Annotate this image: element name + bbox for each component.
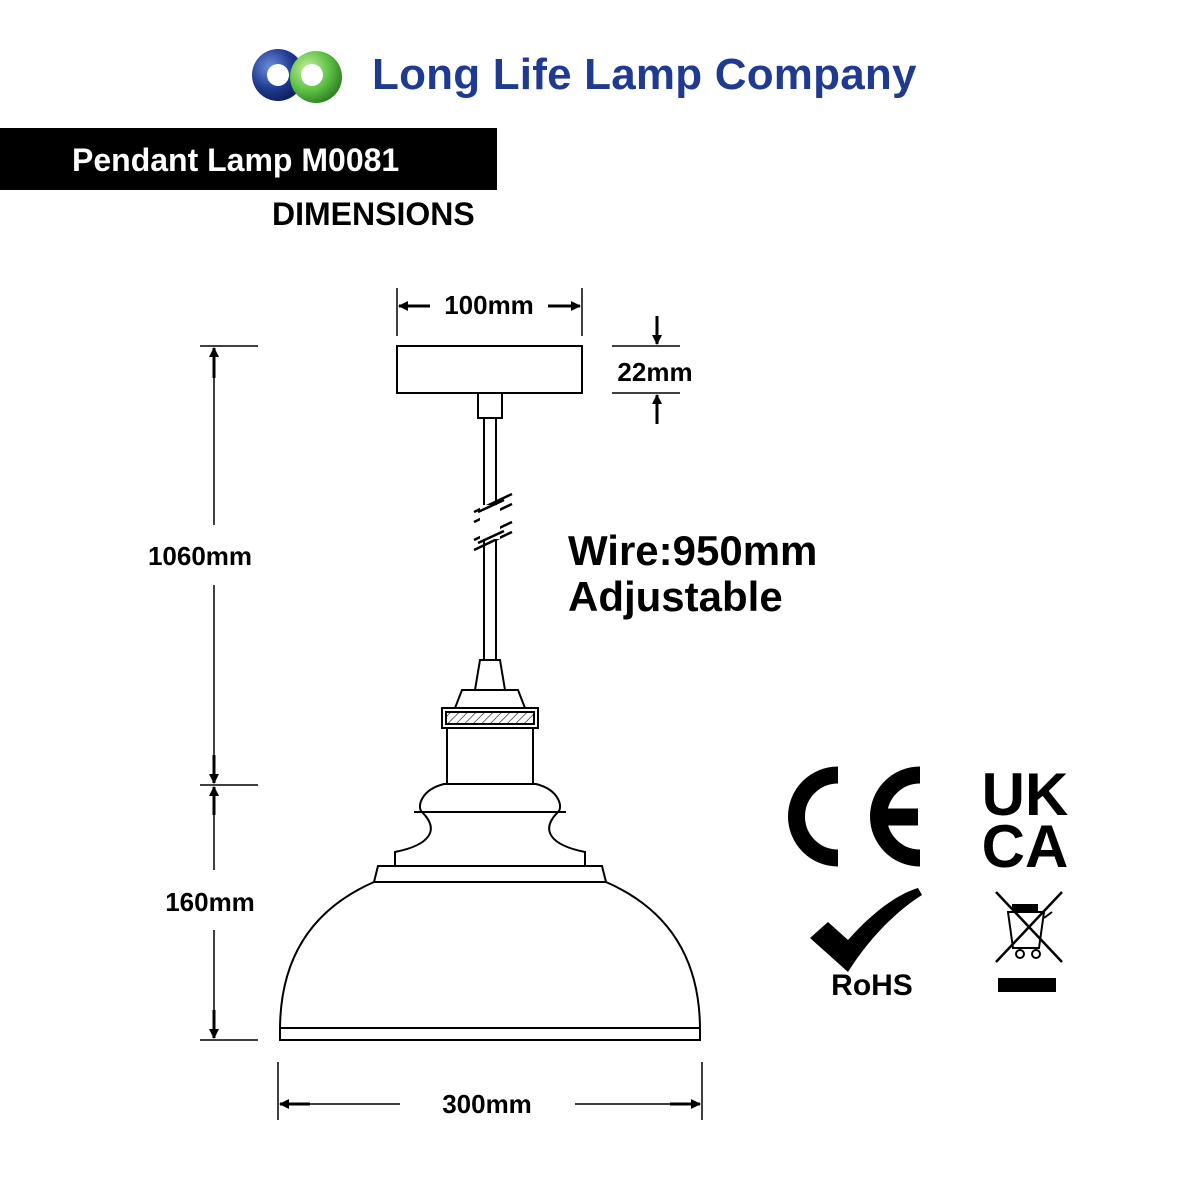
wire-length-label: Wire:950mm [568, 527, 817, 574]
canopy-height-label: 22mm [617, 357, 692, 387]
product-title-bar: Pendant Lamp M0081 [0, 128, 497, 190]
lamp-holder [441, 659, 539, 785]
product-title: Pendant Lamp M0081 [72, 142, 400, 178]
total-length-label: 1060mm [148, 541, 252, 571]
crossed-out-bin-icon [995, 891, 1063, 992]
ceiling-canopy [396, 345, 583, 394]
shade-neck [394, 783, 586, 867]
rohs-mark-icon: RoHS [810, 888, 922, 1002]
wire-adjustable-label: Adjustable [568, 573, 783, 620]
svg-text:UK: UK [982, 761, 1069, 828]
shade-width-label: 300mm [442, 1089, 532, 1119]
canopy-width-label: 100mm [444, 290, 534, 320]
ukca-mark-icon: UK CA [982, 761, 1069, 880]
company-logo-icon [252, 49, 342, 103]
brand-header: Long Life Lamp Company [250, 40, 917, 110]
section-title: DIMENSIONS [272, 196, 475, 232]
cord-grip [477, 392, 503, 419]
ce-mark-icon [788, 766, 921, 867]
dim-canopy-height [612, 316, 680, 424]
svg-text:CA: CA [982, 813, 1069, 880]
dim-canopy-width [396, 288, 583, 336]
company-name: Long Life Lamp Company [372, 50, 917, 99]
dim-total-length [200, 345, 258, 786]
dim-shade-height [200, 786, 258, 1041]
shade-height-label: 160mm [165, 887, 255, 917]
dim-shade-width [277, 1062, 703, 1120]
lamp-shade [279, 865, 701, 1041]
svg-text:RoHS: RoHS [831, 969, 913, 1002]
